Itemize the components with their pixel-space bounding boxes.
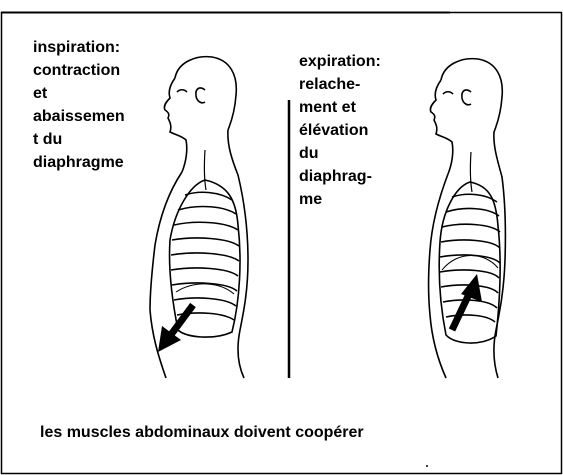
figure-expiration bbox=[429, 59, 506, 378]
stray-dot bbox=[426, 465, 428, 467]
arrow-up bbox=[452, 274, 482, 330]
caption: les muscles abdominaux doivent coopérer bbox=[40, 424, 364, 442]
expiration-label: expiration: relache- ment et élévation d… bbox=[299, 50, 419, 211]
inspiration-label: inspiration: contraction et abaissemen t… bbox=[33, 36, 163, 174]
